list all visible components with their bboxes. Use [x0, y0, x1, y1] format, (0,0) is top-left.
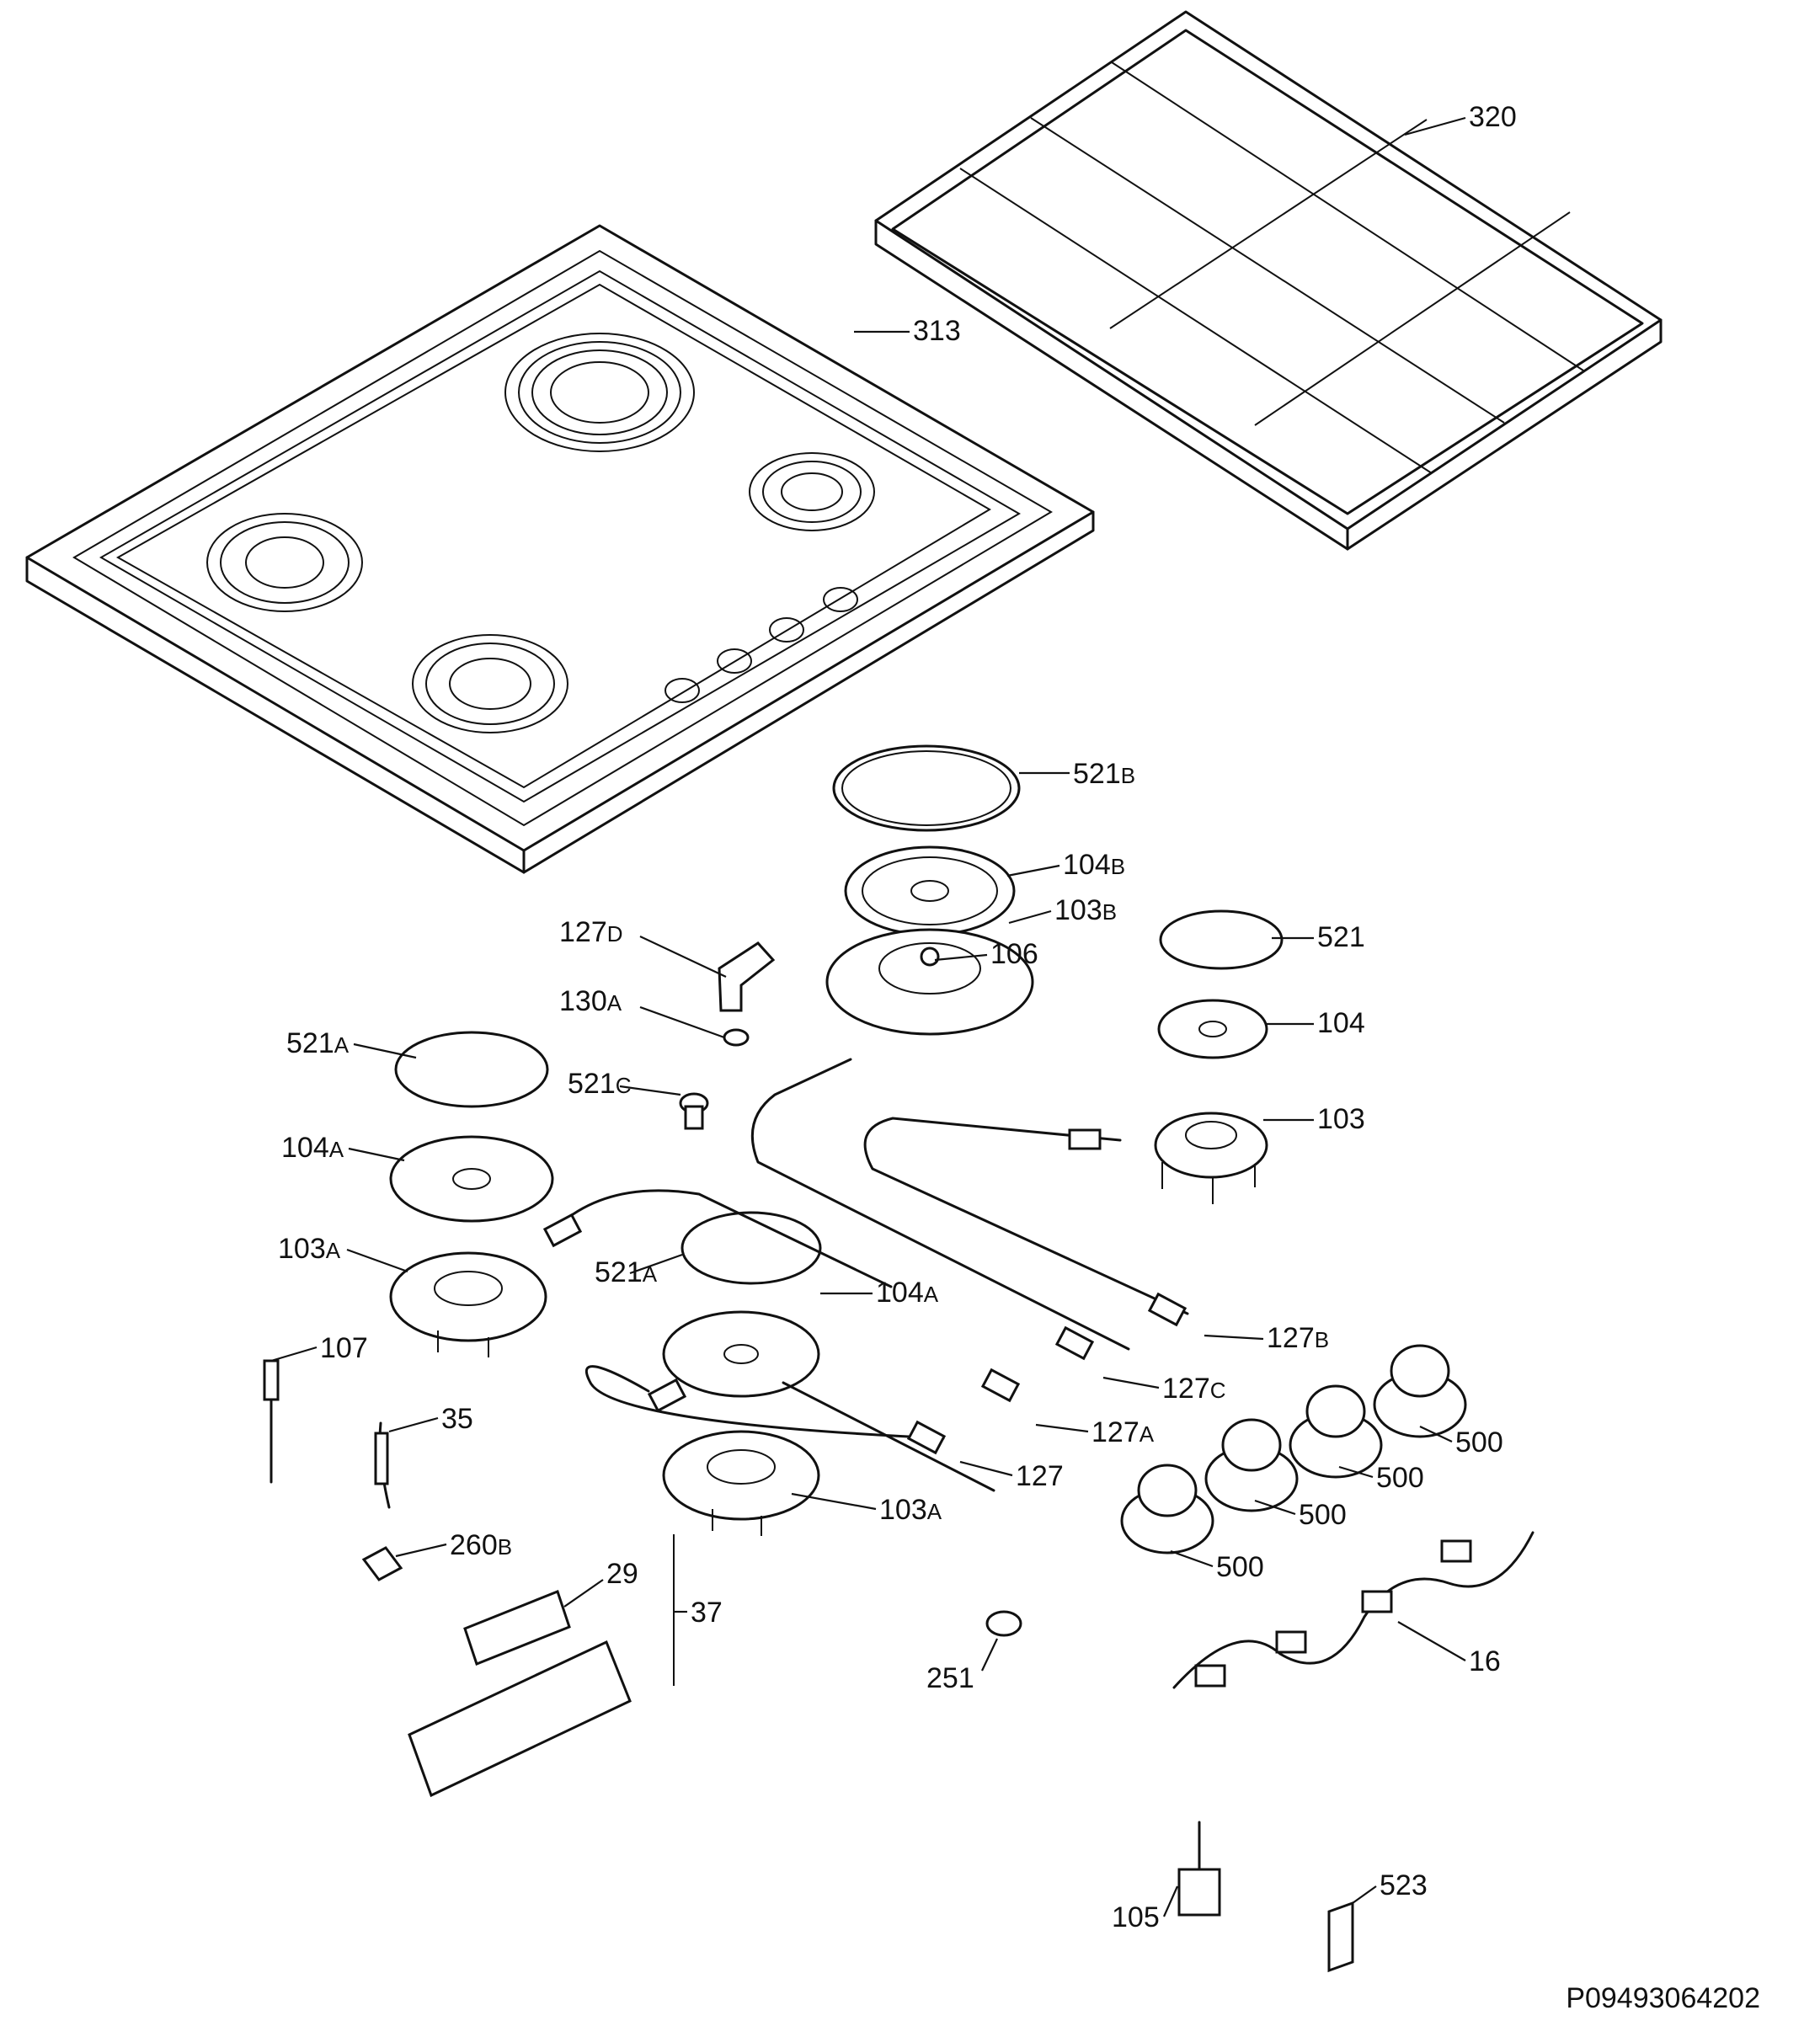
label-500-b: 500	[1376, 1462, 1424, 1494]
label-500-c: 500	[1299, 1499, 1347, 1531]
label-104a-mid: 104A	[876, 1277, 939, 1309]
label-103a-left: 103A	[278, 1233, 341, 1265]
label-521b: 521B	[1073, 758, 1135, 790]
label-103: 103	[1317, 1103, 1365, 1135]
label-260b: 260B	[450, 1529, 512, 1561]
label-104b: 104B	[1063, 849, 1125, 881]
label-104a-left: 104A	[281, 1132, 344, 1164]
label-103a-mid: 103A	[879, 1494, 942, 1526]
label-16: 16	[1469, 1645, 1501, 1677]
label-127b: 127B	[1267, 1322, 1329, 1354]
hob-top-drawing	[25, 224, 1095, 874]
label-521c: 521C	[568, 1068, 632, 1100]
label-127c: 127C	[1162, 1373, 1226, 1405]
label-35: 35	[441, 1403, 473, 1435]
burner-b-drawing	[825, 744, 1034, 1036]
label-313: 313	[913, 315, 961, 347]
reference-number: P09493064202	[1566, 1982, 1760, 2014]
label-320: 320	[1469, 101, 1517, 133]
label-106: 106	[990, 938, 1038, 970]
label-103b: 103B	[1054, 894, 1117, 926]
label-127: 127	[1016, 1460, 1064, 1492]
label-500-a: 500	[1455, 1426, 1503, 1458]
burner-a-mid-drawing	[662, 1211, 822, 1536]
burner-right-drawing	[1154, 909, 1284, 1204]
label-104: 104	[1317, 1007, 1365, 1039]
label-29: 29	[606, 1558, 638, 1590]
label-107: 107	[320, 1332, 368, 1364]
gas-pipes-drawing	[542, 1058, 1189, 1492]
label-127d: 127D	[559, 916, 623, 948]
label-127a: 127A	[1091, 1416, 1155, 1448]
label-500-d: 500	[1216, 1551, 1264, 1583]
label-521: 521	[1317, 921, 1365, 953]
part-labels: 313 320 521B 104B 103B 106 127D 130A 521…	[278, 101, 1517, 1933]
label-37: 37	[691, 1597, 723, 1629]
label-105: 105	[1112, 1901, 1160, 1933]
label-521a-mid: 521A	[595, 1256, 658, 1288]
label-251: 251	[926, 1662, 974, 1694]
small-parts-drawing	[263, 941, 1534, 1973]
label-521a-left: 521A	[286, 1027, 350, 1059]
burner-a-left-drawing	[389, 1031, 554, 1357]
pan-support-drawing	[874, 10, 1663, 551]
leader-lines	[270, 116, 1466, 1917]
label-130a: 130A	[559, 985, 622, 1017]
label-523: 523	[1380, 1869, 1428, 1901]
